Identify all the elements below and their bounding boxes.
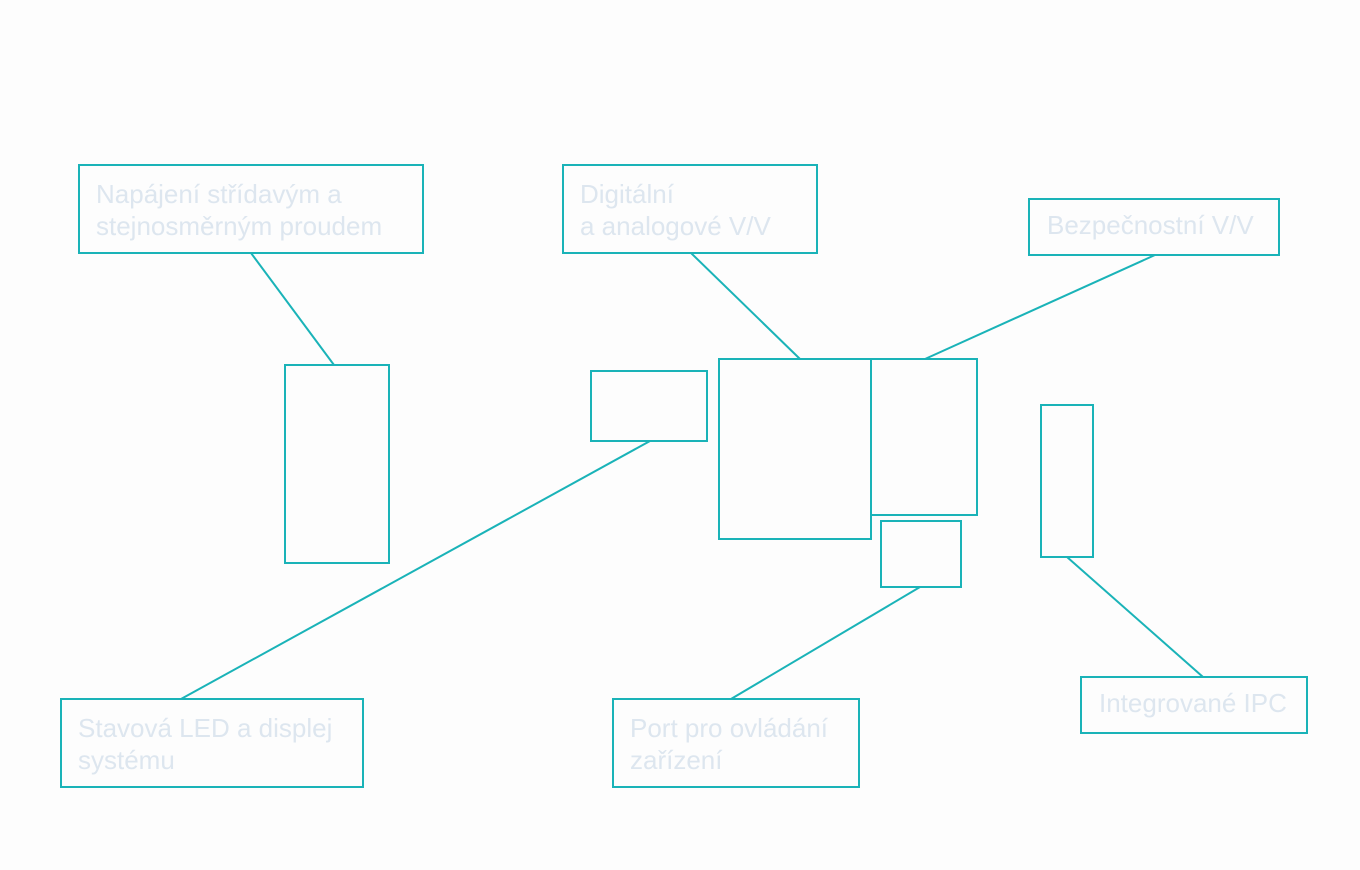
callout-safety-io: Bezpečnostní V/V <box>1028 198 1280 256</box>
leader-line-safety-io <box>924 254 1156 360</box>
leader-line-io <box>690 252 801 360</box>
hotspot-port[interactable] <box>880 520 962 588</box>
hotspot-safety-io[interactable] <box>870 358 978 516</box>
hotspot-io[interactable] <box>718 358 872 540</box>
callout-ipc: Integrované IPC <box>1080 676 1308 734</box>
callout-io: Digitální a analogové V/V <box>562 164 818 254</box>
leader-line-ipc <box>1066 556 1204 678</box>
callout-status: Stavová LED a displej systému <box>60 698 364 788</box>
callout-power: Napájení střídavým a stejnosměrným proud… <box>78 164 424 254</box>
leader-line-power <box>250 252 335 366</box>
callout-port: Port pro ovládání zařízení <box>612 698 860 788</box>
hotspot-power[interactable] <box>284 364 390 564</box>
leader-line-port <box>730 586 921 700</box>
hotspot-ipc[interactable] <box>1040 404 1094 558</box>
hotspot-status[interactable] <box>590 370 708 442</box>
leader-line-status <box>180 440 651 700</box>
